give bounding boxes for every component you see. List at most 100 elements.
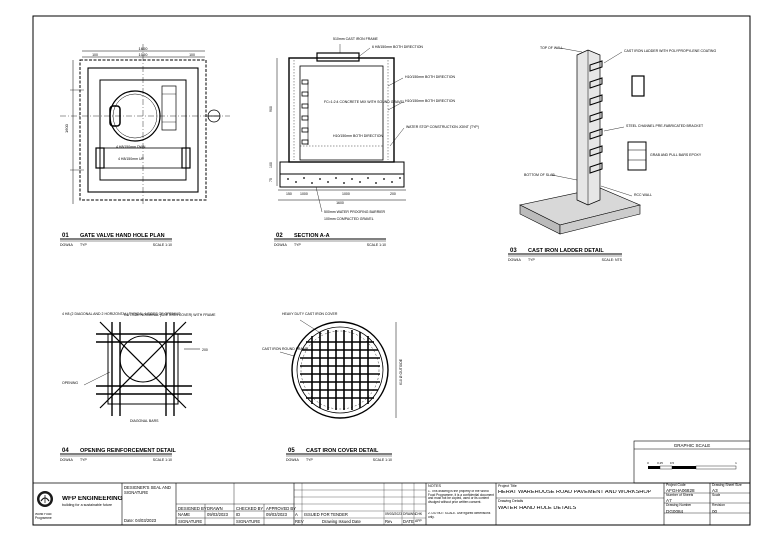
plan-label-rebar-bottom: 4 H8/150mm DWN: [116, 145, 146, 149]
note-1: 1. This drawing is the property of the W…: [428, 490, 494, 505]
opening-label-frame: OUTSIDE NORMINAL (SEE IRON COVER) WITH F…: [124, 313, 216, 317]
section-title: 02 SECTION A-A DGW4A TYP SCALE 1:10: [274, 233, 386, 247]
graphic-scale-title: GRAPHIC SCALE: [674, 443, 711, 448]
ladder-detail-bottom: [627, 141, 647, 171]
project-code: AFGHA06828: [666, 488, 695, 493]
section-label-concrete: FC=1:2:4 CONCRETE MIX WITH SOUND GRAVEL: [324, 100, 405, 104]
section-base-slab: [279, 161, 405, 175]
opening-title: 04 OPENING REINFORCEMENT DETAIL DGW4A TY…: [60, 448, 176, 462]
plan-title-ref: DGW4A: [60, 243, 74, 247]
sheet-size: A3: [712, 488, 718, 493]
tb-signature-2: SIGNATURE: [236, 519, 261, 524]
dwg-number: DG0084: [666, 509, 684, 514]
ladder-label-bottom: BOTTOM OF SLAB: [524, 173, 555, 177]
tb-drawn-date: 09/03/2023: [207, 512, 228, 517]
plan-label-rebar-top: 4 H8/150mm UP: [118, 157, 145, 161]
drawing-details: WATER HAND HOLE DETAILS: [498, 506, 577, 511]
sheet-border: [32, 15, 751, 526]
project-code-label: Project Code: [666, 483, 686, 487]
rev-col-issued: Drawing Issued Date: [322, 519, 361, 524]
title-block-grid: [33, 482, 750, 525]
section-title-ref: DGW4A: [274, 243, 288, 247]
plan-title-scale: SCALE 1:10: [153, 243, 172, 247]
ladder-title-ref2: TYP: [528, 258, 535, 262]
graphic-scale-tick-3: 1: [735, 461, 737, 465]
opening-label-diag: DIAGONAL BARS: [130, 419, 159, 423]
plan-title-number: 01: [62, 233, 69, 239]
revision-label: Revision: [712, 503, 726, 507]
plan-title-ref2: TYP: [80, 243, 87, 247]
opening-label-opening: OPENING: [62, 381, 78, 385]
ladder-label-grab: GRAB AND PULL BARS EPOXY: [650, 153, 702, 157]
ladder-label-cast-iron: CAST IRON LADDER WITH POLYPROPYLENE COAT…: [624, 49, 716, 53]
cover-grid-pattern: [300, 330, 380, 410]
ladder-title-ref: DGW4A: [508, 258, 522, 262]
plan-title-text: GATE VALVE HAND HOLE PLAN: [80, 233, 165, 239]
section-label-rebar-base: H10/150mm BOTH DIRECTION: [333, 134, 383, 138]
section-drawing: 1000 1000 150 200 1600 900 100 75 510mm …: [269, 37, 479, 221]
section-outer: [288, 57, 395, 163]
ladder-title-number: 03: [510, 248, 517, 254]
cover-title-number: 05: [288, 448, 295, 454]
opening-title-scale: SCALE 1:10: [153, 458, 172, 462]
opening-title-ref: DGW4A: [60, 458, 74, 462]
ladder-wall: [576, 49, 601, 206]
drawing-no: A7: [666, 498, 672, 503]
graphic-scale-tick-1: 0.25: [657, 461, 663, 465]
sheet-size-label: Drawing Sheet Size: [712, 483, 742, 487]
plan-dim-vertical: 1600: [64, 123, 69, 133]
section-dim-d3: 150: [286, 192, 292, 196]
cover-inner-circle: [296, 326, 384, 414]
notes-label: NOTES: [428, 484, 442, 488]
cover-label-heavy: HEAVY DUTY CAST IRON COVER: [282, 312, 338, 316]
section-label-cast-frame: 510mm CAST IRON FRAME: [333, 37, 379, 41]
drawing-details-label: Drawing Details: [498, 499, 524, 503]
section-dim-h2: 100: [269, 162, 273, 168]
revision: 00: [712, 509, 718, 514]
opening-circle: [119, 335, 167, 383]
section-dim-d4: 200: [390, 192, 396, 196]
ladder-title-text: CAST IRON LADDER DETAIL: [528, 248, 604, 254]
ladder-label-rcc: RCC WALL: [634, 193, 652, 197]
tb-id: ID: [236, 512, 241, 517]
rev-header-desc: ISSUED FOR TENDER: [304, 512, 348, 517]
drawing-no-label: Number of Sheets: [666, 493, 694, 497]
cover-drawing: 610 Ø OUTSIDE HEAVY DUTY CAST IRON COVER…: [262, 312, 403, 419]
graphic-scale-tick-2: 0.5: [670, 461, 675, 465]
cover-title-ref: DGW4A: [286, 458, 300, 462]
rev-header-date: 09/03/2023: [385, 512, 402, 516]
section-title-text: SECTION A-A: [294, 233, 330, 239]
section-label-membrane: 500mm WATER PROOFING BARRIER: [324, 210, 386, 214]
ladder-label-steel: STEEL CHANNEL PRE-FABRICATED BRACKET: [626, 124, 704, 128]
section-label-water-stop: WATER STOP CONSTRUCTION JOINT (TYP): [406, 125, 479, 129]
org-tagline: building for a sustainable future: [62, 503, 112, 507]
rev-col-app: APP: [415, 519, 422, 523]
cover-title-ref2: TYP: [306, 458, 313, 462]
tb-designed-by: DESIGNED BY: [178, 506, 207, 511]
designer-seal-label: DESIGNER'S SEAL AND SIGNATURE: [124, 485, 171, 495]
section-dim-h3: 75: [269, 178, 273, 182]
project-title: HERAT WAREHOUSE ROAD PAVEMENT AND WORKSH…: [498, 490, 652, 495]
cover-title: 05 CAST IRON COVER DETAIL DGW4A TYP SCAL…: [286, 448, 392, 462]
plan-dim-inner: 1000: [139, 52, 149, 57]
tb-checked-by: CHECKED BY: [236, 506, 264, 511]
section-label-rebar-side2: H10/150mm BOTH DIRECTION: [405, 99, 455, 103]
section-dim-d1: 1600: [336, 201, 344, 205]
section-inner: [299, 65, 384, 161]
cover-outer-circle: [291, 321, 389, 419]
opening-dim: 200: [202, 348, 208, 352]
section-title-ref2: TYP: [294, 243, 301, 247]
section-title-scale: SCALE 1:10: [367, 243, 386, 247]
opening-title-text: OPENING REINFORCEMENT DETAIL: [80, 448, 176, 454]
graphic-scale: GRAPHIC SCALE 0 0.25 0.5 1: [633, 440, 751, 484]
rev-col-no: REV: [295, 519, 304, 524]
tb-approved-date: 09/03/2023: [266, 512, 287, 517]
ladder-title-scale: SCALE: NTS: [602, 258, 623, 262]
opening-label-typ: 4 H8 (2 DIAGONAL AND 2 HORIZONTAL) TYPIC…: [62, 312, 181, 316]
dwg-number-label: Drawing Number: [666, 503, 692, 507]
rev-header-no: A: [295, 512, 298, 517]
tb-drawn: DRAWN: [207, 506, 223, 511]
plan-dim-side-right: 100: [189, 53, 195, 57]
